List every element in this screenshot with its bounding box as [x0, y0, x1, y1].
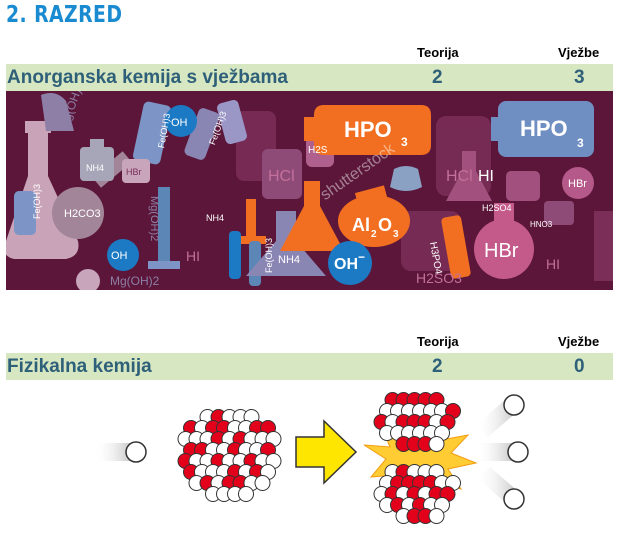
formula-hcl: HCl	[268, 168, 295, 185]
formula-hcl: HCl	[446, 168, 473, 185]
formula-nh4: NH4	[86, 163, 104, 173]
hbr-flask	[474, 219, 534, 279]
column-header-row: Teorija Vježbe	[6, 42, 613, 64]
hpo3-bottle-blue	[498, 101, 594, 157]
column-header-exercises: Vježbe	[558, 45, 600, 60]
formula-subscript: 3	[401, 135, 408, 149]
formula-hi: HI	[478, 168, 494, 185]
neutron-trail	[476, 443, 516, 461]
formula-feoh3: Fe(OH)3	[32, 184, 42, 219]
formula-mgoh2: Mg(OH)2	[148, 196, 160, 241]
round-flask-shape	[52, 187, 104, 239]
formula-hno3: HNO3	[530, 220, 553, 229]
formula-al2o3-part: 2	[371, 229, 377, 240]
column-header-theory: Teorija	[417, 334, 459, 349]
subject-theory-hours: 2	[432, 67, 443, 88]
nucleus	[177, 409, 282, 502]
formula-subscript: 3	[577, 136, 584, 150]
formula-h2so4: H2SO4	[482, 203, 512, 213]
formula-feoh3: Fe(OH)3	[264, 238, 274, 273]
formula-hi: HI	[546, 256, 560, 272]
nucleon	[428, 508, 445, 524]
formula-hbr-small: HBr	[126, 167, 142, 177]
bottle-shape	[80, 147, 114, 181]
subject-exercise-hours: 0	[574, 356, 585, 377]
subject-exercise-hours: 3	[574, 67, 585, 88]
neutron-trail	[94, 443, 134, 461]
ion-circle	[165, 105, 197, 137]
nucleon	[238, 486, 254, 502]
neutron-incoming	[125, 441, 147, 463]
formula-oh-big: OH	[334, 256, 358, 273]
formula-hpo3-right: HPO	[520, 116, 568, 141]
formula-al2o3-part: O	[378, 215, 392, 235]
formula-hbr-right: HBr	[568, 178, 587, 190]
subject-name: Anorganska kemija s vježbama	[7, 67, 288, 88]
neutron-outgoing	[503, 488, 525, 510]
subject-row-physical: Fizikalna kemija 2 0	[6, 353, 613, 380]
formula-hi: HI	[186, 248, 200, 264]
neutron-outgoing	[503, 394, 525, 416]
formula-al2o3-part: Al	[352, 215, 370, 235]
formula-oh-mid: OH	[111, 250, 128, 262]
nucleon	[254, 475, 271, 491]
formula-h2so3: H2SO3	[416, 270, 462, 286]
subject-row-inorganic: Anorganska kemija s vježbama 2 3	[6, 64, 613, 91]
subject-theory-hours: 2	[432, 356, 443, 377]
page-title: 2. RAZRED	[6, 2, 123, 28]
arrow-icon	[295, 419, 358, 485]
nuclear-fission-illustration	[6, 385, 613, 535]
column-header-exercises: Vježbe	[558, 334, 600, 349]
formula-h2s: H2S	[308, 145, 328, 156]
column-header-row: Teorija Vježbe	[6, 331, 613, 353]
formula-oh-small: OH	[171, 117, 188, 129]
nucleon	[428, 436, 445, 452]
formula-minus: −	[358, 250, 365, 264]
fragment-nucleus-top	[373, 392, 461, 452]
hpo3-bottle-orange	[314, 105, 431, 155]
subject-name: Fizikalna kemija	[7, 356, 152, 377]
formula-hbr-big: HBr	[484, 240, 519, 262]
formula-hpo3-left: HPO	[344, 117, 392, 142]
formula-mgoh2: Mg(OH)2	[110, 274, 160, 288]
fragment-nucleus-bottom	[373, 464, 461, 524]
formula-nh4: NH4	[206, 213, 224, 223]
formula-h2co3: H2CO3	[64, 208, 101, 220]
syringe-shape	[246, 199, 256, 239]
neutron-outgoing	[507, 441, 529, 463]
chemistry-illustration: HPO 3 HPO 3 Al 2 O 3 OH − OH OH H2CO3 NH…	[6, 91, 613, 290]
al2o3-flask	[338, 195, 410, 247]
formula-nh4: NH4	[278, 254, 300, 266]
formula-al2o3-part: 3	[393, 229, 399, 240]
column-header-theory: Teorija	[417, 45, 459, 60]
